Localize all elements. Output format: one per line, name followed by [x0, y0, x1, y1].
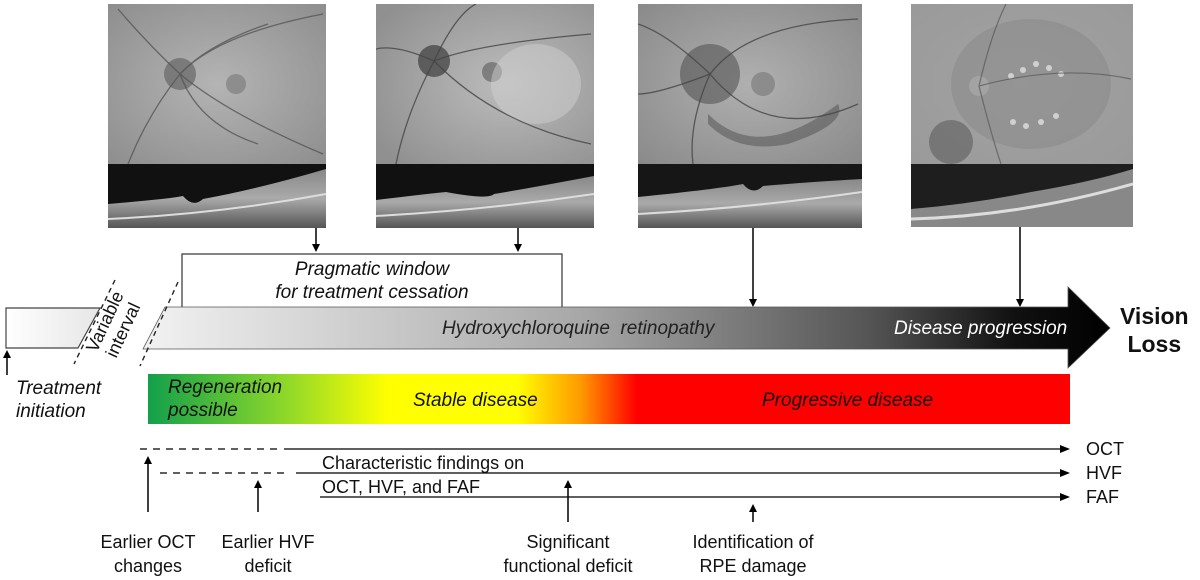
vision-loss-line2: Loss	[1127, 331, 1182, 357]
findings-line1: Characteristic findings on	[322, 453, 525, 473]
progressive-disease-label: Progressive disease	[762, 390, 934, 411]
pragmatic-window-label: Pragmatic window for treatment cessation	[182, 258, 562, 304]
pragmatic-window-line2: for treatment cessation	[275, 282, 469, 303]
vision-loss-line1: Vision	[1120, 303, 1189, 329]
retinal-image-2	[376, 4, 594, 228]
retinopathy-timeline-arrow	[142, 286, 1111, 369]
marker-earlier-oct: Earlier OCT changes	[78, 530, 218, 578]
treatment-initiation-line1: Treatment	[16, 378, 102, 399]
characteristic-findings-label: Characteristic findings on OCT, HVF, and…	[322, 451, 524, 499]
marker-earlier-hvf-line2: deficit	[244, 556, 292, 576]
findings-line2: OCT, HVF, and FAF	[322, 477, 481, 497]
vision-loss-label: Vision Loss	[1120, 302, 1189, 358]
oct-modality-label: OCT	[1086, 439, 1124, 459]
fundus-oct-image-3	[638, 4, 862, 228]
pragmatic-window-line1: Pragmatic window	[294, 259, 450, 280]
marker-earlier-hvf: Earlier HVF deficit	[208, 530, 328, 578]
variable-interval-dash-right	[139, 281, 179, 367]
marker-functional-deficit-line1: Significant	[526, 532, 610, 552]
marker-rpe-damage-line1: Identification of	[692, 532, 814, 552]
marker-earlier-hvf-line1: Earlier HVF	[221, 532, 315, 552]
disease-stage-bar	[148, 374, 1070, 424]
regeneration-line1: Regeneration	[168, 377, 283, 398]
fundus-oct-image-4	[911, 4, 1133, 227]
variable-interval-dash-left	[73, 279, 116, 365]
retinopathy-label: Hydroxychloroquine retinopathy	[442, 318, 715, 339]
treatment-initiation-line2: initiation	[16, 401, 86, 422]
marker-earlier-oct-line1: Earlier OCT	[100, 532, 196, 552]
faf-modality-label: FAF	[1086, 487, 1120, 507]
retinal-image-3	[638, 4, 862, 228]
retinal-image-1	[108, 4, 326, 228]
fundus-oct-image-2	[376, 4, 594, 228]
retinal-image-4	[911, 4, 1133, 227]
treatment-initiation-label: Treatment initiation	[16, 377, 101, 423]
stable-disease-label: Stable disease	[413, 390, 538, 411]
marker-rpe-damage-line2: RPE damage	[699, 556, 807, 576]
regeneration-possible-label: Regeneration possible	[168, 376, 282, 422]
regeneration-line2: possible	[168, 400, 238, 421]
hvf-modality-label: HVF	[1086, 463, 1122, 483]
marker-functional-deficit: Significant functional deficit	[488, 530, 648, 578]
pragmatic-window-box	[181, 253, 563, 309]
disease-progression-label: Disease progression	[894, 318, 1068, 339]
marker-earlier-oct-line2: changes	[113, 556, 183, 576]
treatment-initiation-bar	[5, 307, 102, 349]
fundus-oct-image-1	[108, 4, 326, 228]
marker-rpe-damage: Identification of RPE damage	[673, 530, 833, 578]
marker-functional-deficit-line2: functional deficit	[503, 556, 633, 576]
